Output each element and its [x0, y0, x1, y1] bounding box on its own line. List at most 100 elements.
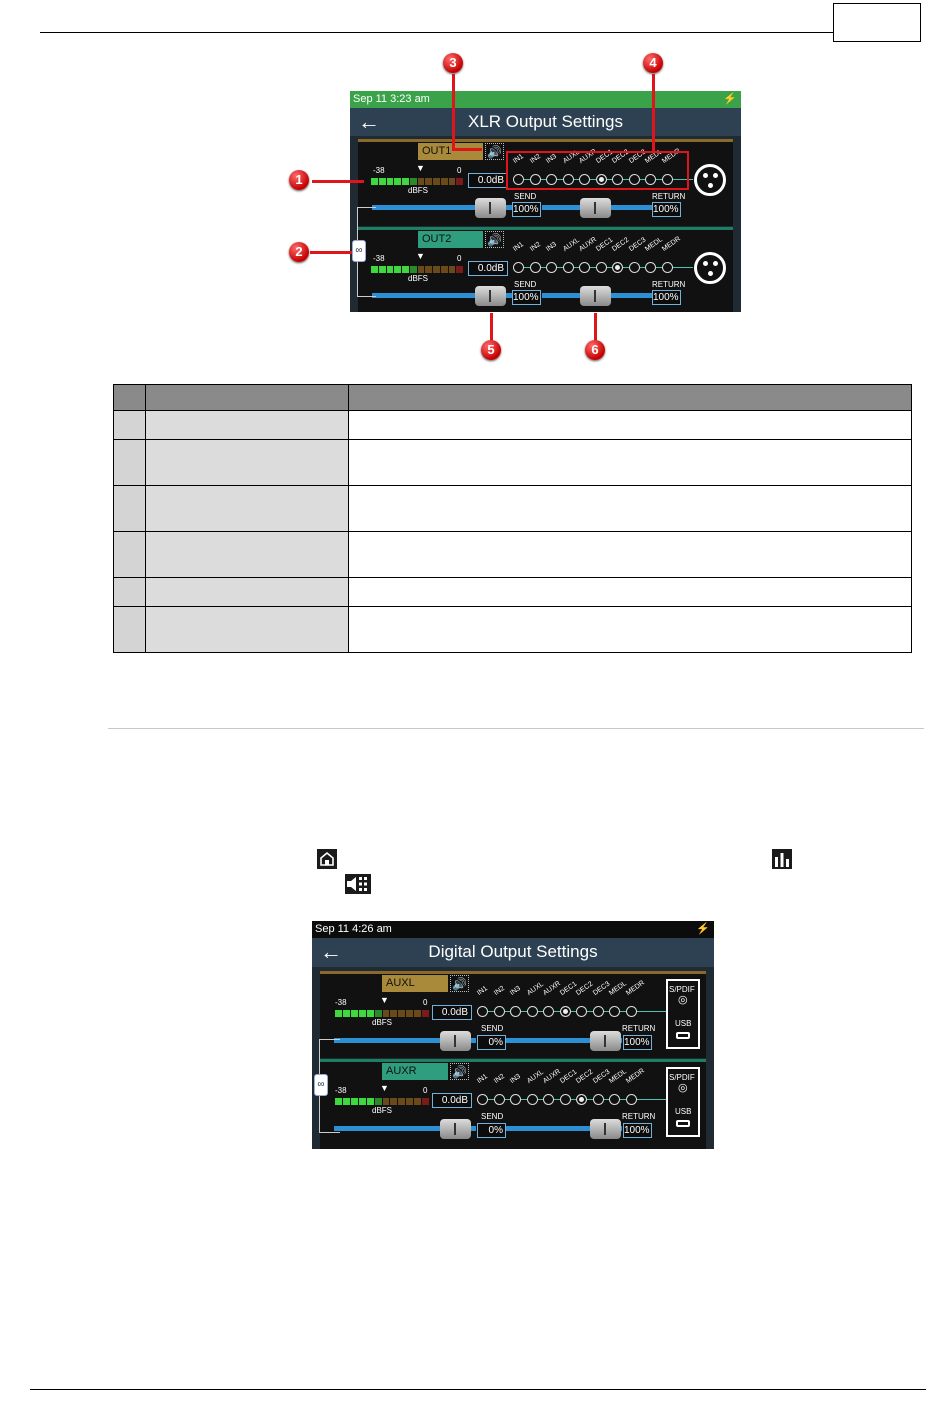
spdif-label: S/PDIF: [669, 1073, 695, 1082]
return-fader-track: [506, 1038, 622, 1043]
table-row: [113, 410, 912, 440]
usb-port-icon: [676, 1120, 690, 1127]
return-fader-knob[interactable]: [590, 1119, 621, 1139]
send-fader-track: [372, 293, 512, 298]
digital-output-screen: Sep 11 4:26 am ⚡ ← Digital Output Settin…: [312, 921, 714, 1149]
route-selector[interactable]: [477, 1094, 642, 1105]
table-row: [113, 531, 912, 578]
status-bar: Sep 11 3:23 am ⚡: [350, 91, 741, 108]
status-time: Sep 11 3:23 am: [353, 93, 430, 105]
screen-title: XLR Output Settings: [468, 112, 623, 131]
send-label: SEND: [481, 1112, 504, 1121]
title-bar: ← Digital Output Settings: [312, 938, 714, 967]
footer-rule: [30, 1389, 926, 1390]
callout-2: 2: [289, 242, 309, 262]
speaker-icon[interactable]: 🔊: [450, 1063, 469, 1080]
header-rule: [40, 32, 834, 33]
callout-4: 4: [643, 53, 663, 73]
route-selector[interactable]: [477, 1006, 642, 1017]
route-selector[interactable]: [513, 262, 678, 273]
section-divider: [108, 728, 924, 729]
return-value[interactable]: 100%: [623, 1123, 652, 1138]
return-label: RETURN: [622, 1024, 656, 1033]
gain-value[interactable]: 0.0dB: [432, 1093, 472, 1108]
send-fader-track: [334, 1126, 476, 1131]
home-icon: [317, 849, 337, 869]
bar-chart-icon: [772, 849, 792, 869]
link-icon[interactable]: ∞: [314, 1074, 328, 1096]
callout-3: 3: [443, 53, 463, 73]
level-meter: [335, 1010, 430, 1017]
speaker-icon[interactable]: 🔊: [485, 231, 504, 248]
route-selector[interactable]: [513, 174, 678, 185]
return-fader-knob[interactable]: [580, 286, 611, 306]
return-label: RETURN: [652, 192, 686, 201]
send-label: SEND: [514, 192, 537, 201]
callout-1: 1: [289, 170, 309, 190]
meter-unit: dBFS: [408, 186, 429, 195]
charging-icon: ⚡: [696, 923, 710, 935]
send-fader-knob[interactable]: [440, 1119, 471, 1139]
back-arrow-icon[interactable]: ←: [358, 109, 380, 134]
xlr-connector-icon: [694, 252, 726, 284]
xlr-output-screen: Sep 11 3:23 am ⚡ ← XLR Output Settings O…: [350, 91, 741, 312]
usb-port-icon: [676, 1032, 690, 1039]
table-row: [113, 606, 912, 653]
send-value[interactable]: 100%: [512, 290, 541, 305]
return-fader-knob[interactable]: [590, 1031, 621, 1051]
return-value[interactable]: 100%: [623, 1035, 652, 1050]
level-meter: [335, 1098, 430, 1105]
route-highlight-box: [506, 151, 689, 190]
link-icon[interactable]: ∞: [352, 240, 366, 262]
return-value[interactable]: 100%: [652, 202, 681, 217]
status-bar: Sep 11 4:26 am ⚡: [312, 921, 714, 938]
callout-arrow-5: [490, 313, 493, 341]
return-label: RETURN: [622, 1112, 656, 1121]
meter-min: -38: [373, 166, 385, 175]
charging-icon: ⚡: [723, 93, 737, 105]
back-arrow-icon[interactable]: ←: [320, 939, 342, 964]
meter-unit: dBFS: [372, 1018, 393, 1027]
meter-peak-marker: ▼: [380, 1083, 389, 1093]
callout-arrow-4: [652, 74, 655, 152]
meter-peak-marker: ▼: [416, 251, 425, 261]
callout-arrow-6: [594, 313, 597, 341]
send-label: SEND: [481, 1024, 504, 1033]
channel-tag[interactable]: AUXL: [382, 975, 448, 992]
meter-max: 0: [457, 254, 462, 263]
send-fader-knob[interactable]: [440, 1031, 471, 1051]
return-label: RETURN: [652, 280, 686, 289]
send-fader-knob[interactable]: [475, 286, 506, 306]
spdif-jack-icon: ◎: [678, 1082, 688, 1094]
speaker-icon[interactable]: 🔊: [450, 975, 469, 992]
meter-unit: dBFS: [372, 1106, 393, 1115]
send-value[interactable]: 0%: [477, 1035, 506, 1050]
send-value[interactable]: 100%: [512, 202, 541, 217]
gain-value[interactable]: 0.0dB: [432, 1005, 472, 1020]
route-line: [477, 1099, 667, 1100]
gain-value[interactable]: 0.0dB: [468, 261, 508, 276]
usb-label: USB: [675, 1107, 692, 1116]
meter-unit: dBFS: [408, 274, 429, 283]
meter-min: -38: [335, 1086, 347, 1095]
table-header-row: [113, 384, 912, 411]
channel-tag[interactable]: AUXR: [382, 1063, 448, 1080]
return-fader-knob[interactable]: [580, 198, 611, 218]
channel-tag[interactable]: OUT2: [418, 231, 483, 248]
send-fader-track: [372, 205, 512, 210]
spdif-label: S/PDIF: [669, 985, 695, 994]
speaker-icon[interactable]: 🔊: [485, 143, 504, 160]
xlr-connector-icon: [694, 164, 726, 196]
channel-tag[interactable]: OUT1: [418, 143, 483, 160]
send-fader-track: [334, 1038, 476, 1043]
callout-arrow-3-h: [452, 148, 482, 151]
gain-value[interactable]: 0.0dB: [468, 173, 508, 188]
send-fader-knob[interactable]: [475, 198, 506, 218]
send-value[interactable]: 0%: [477, 1123, 506, 1138]
speaker-grid-icon: [345, 874, 371, 894]
return-value[interactable]: 100%: [652, 290, 681, 305]
status-time: Sep 11 4:26 am: [315, 923, 392, 935]
